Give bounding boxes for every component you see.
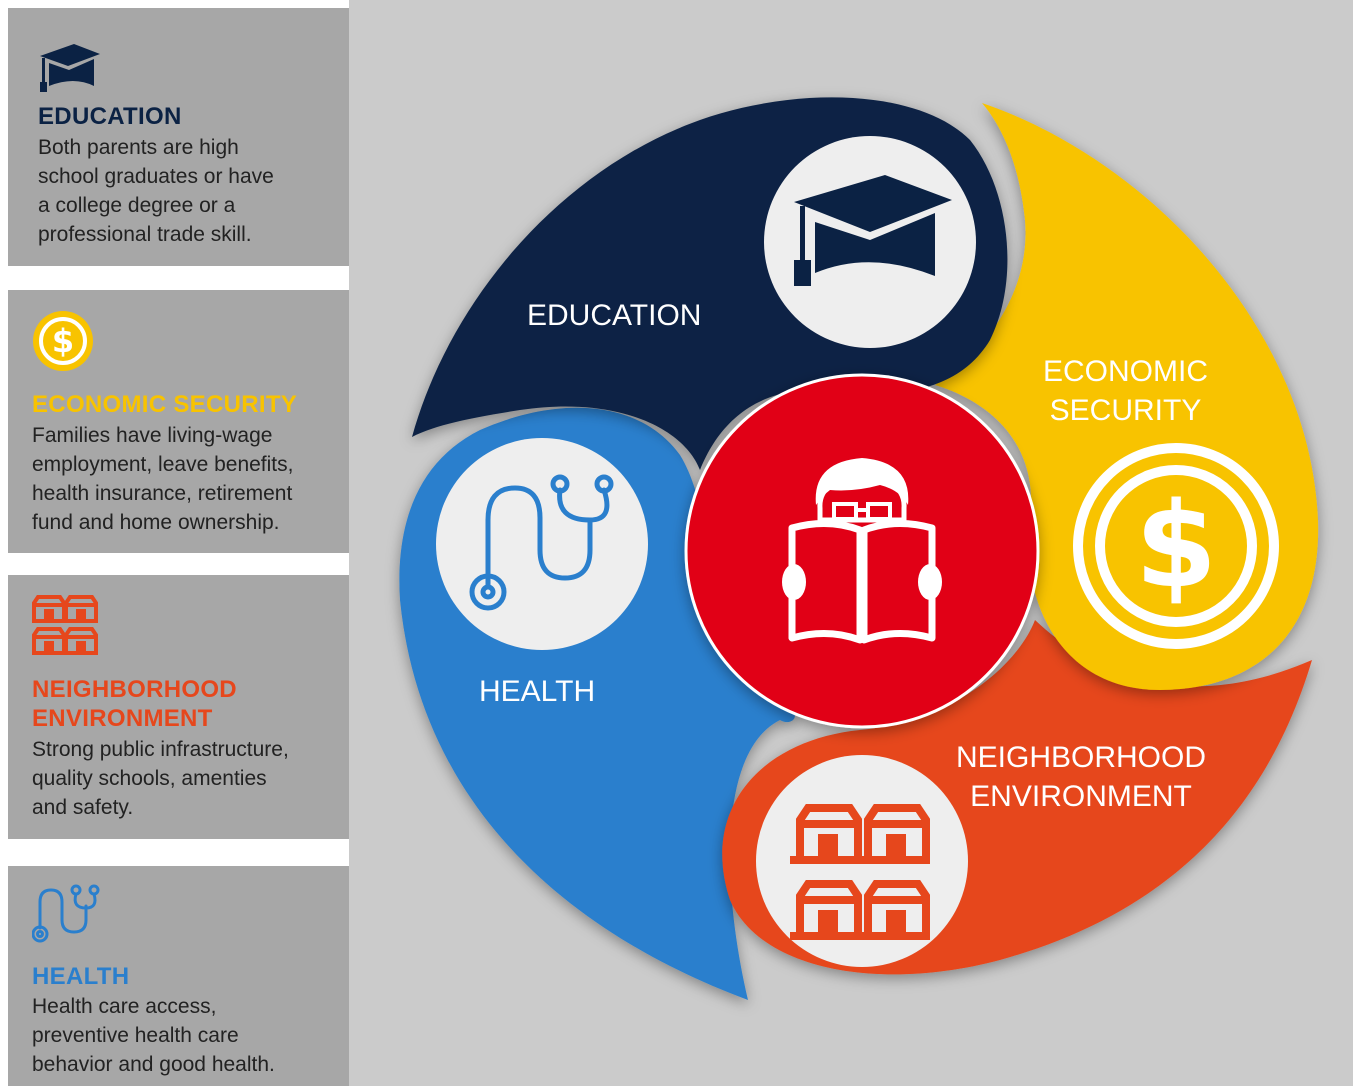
description-line: preventive health care	[32, 1024, 239, 1047]
label-line: ECONOMIC	[1043, 355, 1208, 388]
panel-description: Health care access, preventive health ca…	[32, 992, 275, 1079]
description-line: quality schools, amenties	[32, 767, 267, 790]
stethoscope-icon	[32, 884, 100, 943]
panel-description: Families have living-wage employment, le…	[32, 421, 293, 537]
panel-description: Both parents are high school graduates o…	[38, 133, 274, 249]
label-line: SECURITY	[1049, 394, 1202, 427]
description-line: Strong public infrastructure,	[32, 738, 289, 761]
description-line: and safety.	[32, 796, 134, 819]
panel-description: Strong public infrastructure, quality sc…	[32, 735, 289, 822]
description-line: health insurance, retirement	[32, 482, 293, 505]
health-panel: HEALTH Health care access, preventive he…	[8, 866, 349, 1086]
education-label: EDUCATION	[527, 299, 702, 332]
description-line: school graduates or have	[38, 165, 274, 188]
description-line: professional trade skill.	[38, 223, 252, 246]
svg-text:$: $	[52, 322, 74, 360]
dollar-coin-icon: $	[33, 311, 93, 371]
economic-security-label: ECONOMIC SECURITY	[1043, 352, 1208, 430]
health-label: HEALTH	[479, 675, 596, 708]
description-line: employment, leave benefits,	[32, 453, 294, 476]
description-line: fund and home ownership.	[32, 511, 280, 534]
economic-security-panel: $ ECONOMIC SECURITY Families have living…	[8, 290, 349, 553]
description-line: Health care access,	[32, 995, 217, 1018]
description-line: Both parents are high	[38, 136, 239, 159]
description-line: behavior and good health.	[32, 1053, 275, 1076]
title-line: NEIGHBORHOOD	[32, 676, 237, 703]
panel-title: NEIGHBORHOOD ENVIRONMENT	[32, 675, 237, 733]
label-line: ENVIRONMENT	[970, 780, 1192, 813]
graduation-cap-icon	[794, 175, 952, 286]
cycle-diagram-graphic: $	[399, 97, 1319, 1000]
houses-icon	[790, 804, 930, 940]
stethoscope-icon	[469, 474, 614, 611]
cycle-diagram: $	[349, 0, 1353, 1086]
neighborhood-environment-panel: NEIGHBORHOOD ENVIRONMENT Strong public i…	[8, 575, 349, 839]
dollar-coin-icon: $	[1073, 443, 1279, 649]
description-line: Families have living-wage	[32, 424, 273, 447]
panel-title: HEALTH	[32, 963, 130, 990]
neighborhood-environment-label: NEIGHBORHOOD ENVIRONMENT	[956, 738, 1206, 816]
title-line: ENVIRONMENT	[32, 705, 213, 732]
panel-title: ECONOMIC SECURITY	[32, 391, 298, 418]
graduation-cap-icon	[40, 44, 100, 92]
education-panel: EDUCATION Both parents are high school g…	[8, 8, 349, 266]
houses-icon	[32, 595, 98, 655]
panel-title: EDUCATION	[38, 103, 182, 130]
description-line: a college degree or a	[38, 194, 236, 217]
svg-text:$: $	[1135, 476, 1217, 614]
label-line: NEIGHBORHOOD	[956, 741, 1207, 774]
child-reading-book-icon	[782, 458, 942, 644]
